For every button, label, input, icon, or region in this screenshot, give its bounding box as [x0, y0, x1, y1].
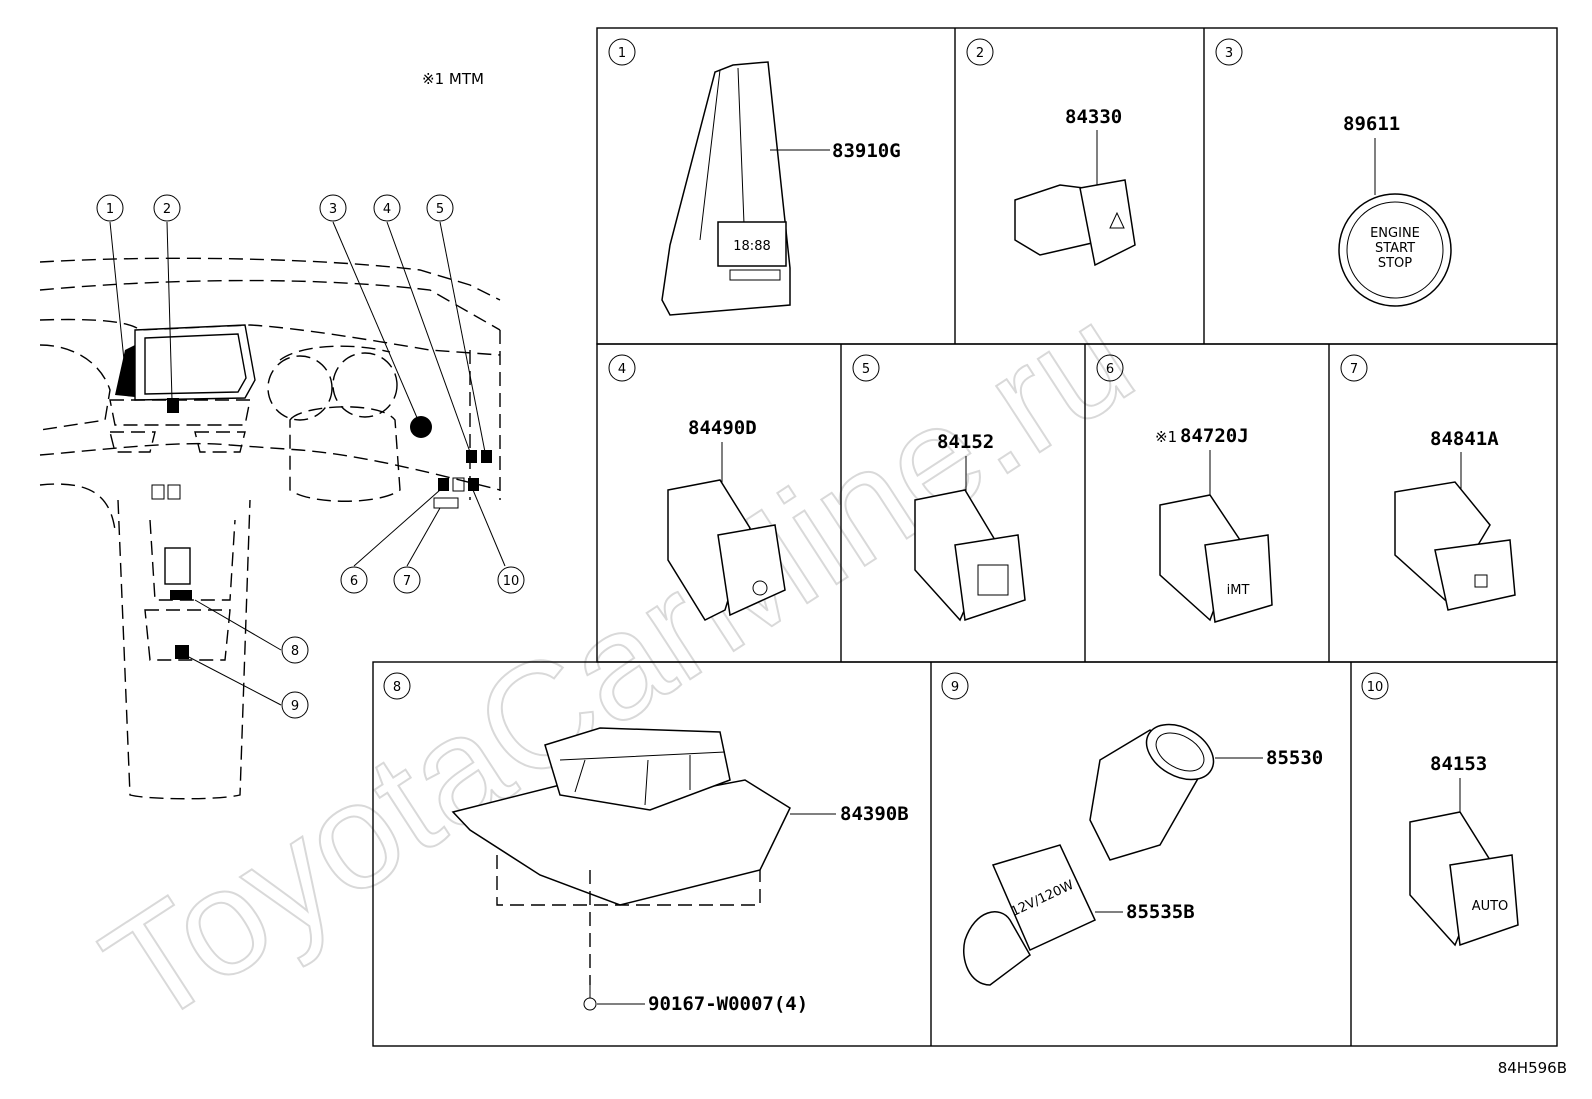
callout-3: 3: [319, 194, 347, 222]
svg-text:8: 8: [291, 644, 299, 659]
clock-display: 18:88: [733, 239, 770, 254]
part-number-85535B: 85535B: [1126, 901, 1195, 923]
part-number-84152: 84152: [937, 431, 994, 453]
svg-text:3: 3: [1225, 46, 1233, 61]
panel-7: 7 84841A: [1340, 354, 1516, 611]
panel-5: 5 84152: [852, 354, 1026, 622]
part-number-90167-W0007: 90167-W0007(4): [648, 993, 808, 1015]
hazard-switch-illustration: [1014, 179, 1136, 267]
part-number-84841A: 84841A: [1430, 428, 1499, 450]
part-number-89611: 89611: [1343, 113, 1400, 135]
svg-text:8: 8: [393, 680, 401, 695]
switch-illustration: [1394, 481, 1516, 611]
callout-5: 5: [426, 194, 454, 222]
panel-grid: [372, 27, 1558, 1047]
start-button-illustration: ENGINE START STOP: [1338, 193, 1452, 307]
switch-illustration: [667, 479, 786, 621]
start-caption-3: STOP: [1378, 256, 1412, 271]
part-number-84330: 84330: [1065, 106, 1122, 128]
svg-text:9: 9: [951, 680, 959, 695]
part-number-84153: 84153: [1430, 753, 1487, 775]
callout-6: 6: [340, 566, 368, 594]
callout-8: 8: [281, 636, 309, 664]
panel-9: 9 85530 12V/120W 85535B: [941, 672, 1323, 986]
switch-symbol-icon: [1474, 574, 1488, 588]
start-caption-1: ENGINE: [1370, 226, 1420, 241]
svg-text:2: 2: [976, 46, 984, 61]
mirror-joystick-icon: [977, 564, 1009, 596]
svg-text:5: 5: [862, 362, 870, 377]
svg-text:3: 3: [329, 202, 337, 217]
callout-9: 9: [281, 691, 309, 719]
panel-1: 1 18:88 83910G: [608, 38, 901, 316]
svg-text:7: 7: [403, 574, 411, 589]
callout-7: 7: [393, 566, 421, 594]
part-number-84390B: 84390B: [840, 803, 909, 825]
diagram-code: 84H596B: [1498, 1059, 1567, 1077]
panel-10: 10 84153 AUTO: [1361, 672, 1519, 947]
svg-text:10: 10: [503, 574, 520, 589]
panel-4: 4 84490D: [608, 354, 786, 621]
callout-2: 2: [153, 194, 181, 222]
callout-4: 4: [373, 194, 401, 222]
power-socket-illustration: [1089, 723, 1215, 861]
auto-caption: AUTO: [1472, 899, 1509, 914]
imt-caption: iMT: [1227, 583, 1250, 598]
variant-mark: ※1: [1155, 428, 1177, 446]
auto-light-switch-illustration: AUTO: [1409, 811, 1519, 947]
socket-cap-illustration: 12V/120W: [963, 844, 1096, 986]
dashboard-overview: [39, 257, 501, 800]
callout-1: 1: [96, 194, 124, 222]
panel-6: 6 ※1 84720J iMT: [1096, 354, 1273, 623]
svg-text:4: 4: [618, 362, 626, 377]
mirror-switch-illustration: [914, 489, 1026, 622]
panel-3: 3 89611 ENGINE START STOP: [1215, 38, 1452, 307]
part-number-83910G: 83910G: [832, 140, 901, 162]
svg-text:7: 7: [1350, 362, 1358, 377]
panel-8: 8 84390B 90167-W0007(4): [383, 672, 909, 1015]
callout-10: 10: [497, 566, 525, 594]
svg-text:10: 10: [1367, 680, 1384, 695]
svg-text:9: 9: [291, 699, 299, 714]
svg-text:4: 4: [383, 202, 391, 217]
svg-text:2: 2: [163, 202, 171, 217]
clock-part-illustration: 18:88: [661, 61, 791, 316]
panel-2: 2 84330: [966, 38, 1136, 267]
svg-text:5: 5: [436, 202, 444, 217]
part-number-84490D: 84490D: [688, 417, 757, 439]
hazard-triangle-icon: [1109, 211, 1125, 229]
parking-sensor-icon: [752, 580, 768, 596]
screw-icon: [583, 985, 597, 1011]
console-switch-assembly-illustration: [451, 727, 791, 985]
panel-index: 1: [618, 46, 626, 61]
imt-switch-illustration: iMT: [1159, 494, 1273, 623]
variant-note: ※1 MTM: [422, 70, 484, 88]
svg-text:1: 1: [106, 202, 114, 217]
part-number-85530: 85530: [1266, 747, 1323, 769]
callout-leaders: [109, 221, 506, 706]
svg-text:6: 6: [1106, 362, 1114, 377]
start-caption-2: START: [1375, 241, 1415, 256]
part-number-84720J: 84720J: [1180, 425, 1249, 447]
svg-text:6: 6: [350, 574, 358, 589]
